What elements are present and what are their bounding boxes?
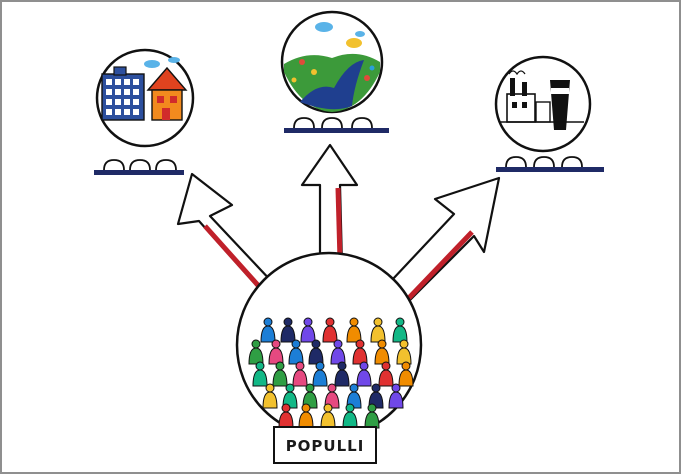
industry-factory-icon [500, 70, 584, 130]
crowd-label-plate: POPULLI [273, 426, 377, 464]
crowd-person [398, 361, 414, 387]
nature-landscape-icon [284, 22, 380, 112]
crowd-person [300, 317, 316, 343]
crowd-person [278, 403, 294, 429]
crowd-person [322, 317, 338, 343]
branch-nature [280, 10, 389, 133]
crowd-person [272, 361, 288, 387]
crowd-person [334, 361, 350, 387]
crowd-person [320, 403, 336, 429]
crowd-person [268, 339, 284, 365]
crowd-person [342, 403, 358, 429]
crowd-person [356, 361, 372, 387]
crowd-person [370, 317, 386, 343]
arrow-right [384, 176, 501, 308]
crowd-person [364, 403, 380, 429]
city-houses-icon [101, 57, 188, 121]
crowd-person [292, 361, 308, 387]
crowd-person [330, 339, 346, 365]
crowd-person [288, 339, 304, 365]
crowd-person [346, 317, 362, 343]
crowd-group: POPULLI [235, 251, 423, 464]
crowd-person [260, 317, 276, 343]
crowd-person [248, 339, 264, 365]
crowd-person [368, 383, 384, 409]
platform-right [496, 156, 604, 172]
crowd-person [388, 383, 404, 409]
crowd-person [352, 339, 368, 365]
platform-left [94, 159, 184, 175]
crowd-person [392, 317, 408, 343]
arrow-middle [300, 143, 359, 266]
crowd-person [262, 383, 278, 409]
crowd-person [298, 403, 314, 429]
crowd-person [308, 339, 324, 365]
crowd-person [252, 361, 268, 387]
branch-city [94, 48, 195, 175]
arrow-left [176, 172, 276, 304]
crowd-person [378, 361, 394, 387]
crowd-person [282, 383, 298, 409]
crowd-person [280, 317, 296, 343]
crowd-person [312, 361, 328, 387]
branch-industry [494, 55, 604, 172]
platform-middle [284, 117, 389, 133]
crowd-label: POPULLI [286, 437, 365, 455]
crowd-people [248, 317, 414, 429]
crowd-person [374, 339, 390, 365]
crowd-person [396, 339, 412, 365]
